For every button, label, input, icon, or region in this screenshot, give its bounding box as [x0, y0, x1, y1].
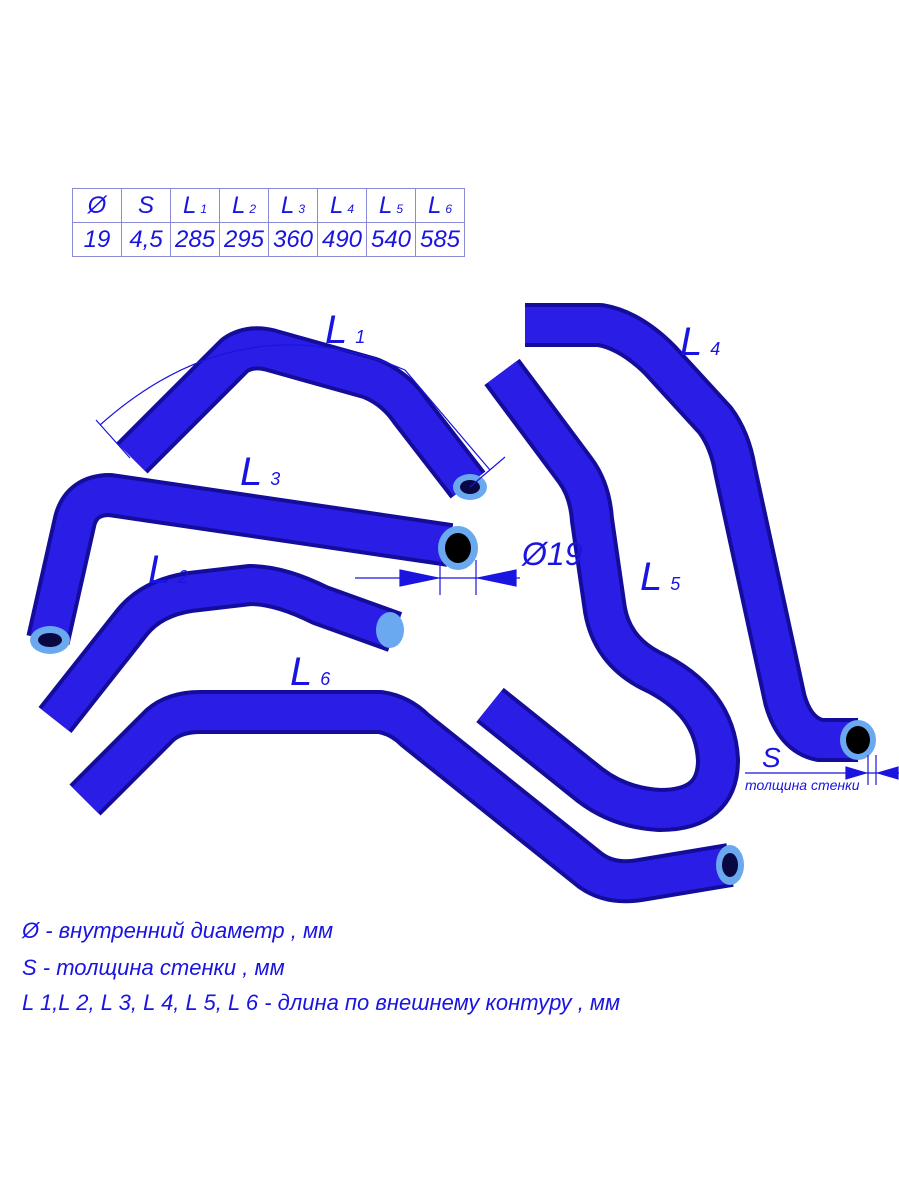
- hose-l3: [26, 473, 454, 645]
- hose-l5: [476, 358, 740, 832]
- spec-value-row: 19 4,5 285 295 360 490 540 585: [72, 222, 465, 257]
- value-wall: 4,5: [121, 222, 171, 257]
- hose-l1: [116, 326, 486, 499]
- label-text: L: [148, 548, 171, 592]
- header-text: L: [280, 191, 295, 219]
- header-diameter: Ø: [72, 188, 122, 223]
- label-text: L: [680, 320, 703, 364]
- legend-lengths: L 1,L 2, L 3, L 4, L 5, L 6 - длина по в…: [22, 990, 621, 1015]
- label-text: L: [290, 650, 313, 694]
- label-diameter: Ø19: [522, 536, 583, 572]
- label-text: L: [640, 555, 663, 599]
- label-wall: S: [762, 742, 781, 773]
- value-l3: 360: [268, 222, 318, 257]
- header-text: L: [231, 191, 246, 219]
- value-l6: 585: [415, 222, 465, 257]
- value-l4: 490: [317, 222, 367, 257]
- label-wall-caption: толщина стенки: [745, 777, 860, 793]
- label-sub: 3: [270, 469, 281, 489]
- value-l5: 540: [366, 222, 416, 257]
- label-sub: 4: [710, 339, 721, 359]
- hose-l6: [69, 690, 734, 904]
- label-sub: 1: [355, 327, 366, 347]
- header-text: L: [427, 191, 442, 219]
- header-sub: 6: [445, 201, 453, 216]
- header-sub: 4: [347, 201, 355, 216]
- dimension-lines: [95, 344, 899, 785]
- label-sub: 6: [320, 669, 331, 689]
- header-text: L: [182, 191, 197, 219]
- header-wall: S: [121, 188, 171, 223]
- header-sub: 3: [298, 201, 306, 216]
- label-text: L: [240, 450, 263, 494]
- header-sub: 1: [200, 201, 208, 216]
- label-text: L: [325, 308, 348, 352]
- header-sub: 5: [396, 201, 404, 216]
- hose-l4: [525, 303, 858, 762]
- legend-wall: S - толщина стенки , мм: [22, 955, 285, 980]
- header-text: Ø: [87, 191, 107, 219]
- header-text: L: [329, 191, 344, 219]
- label-sub: 2: [178, 567, 189, 587]
- header-text: S: [137, 191, 154, 219]
- hose-l2: [38, 564, 403, 734]
- header-text: L: [378, 191, 393, 219]
- label-sub: 5: [670, 574, 681, 594]
- value-l1: 285: [170, 222, 220, 257]
- legend-diameter: Ø - внутренний диаметр , мм: [22, 918, 334, 943]
- header-sub: 2: [249, 201, 257, 216]
